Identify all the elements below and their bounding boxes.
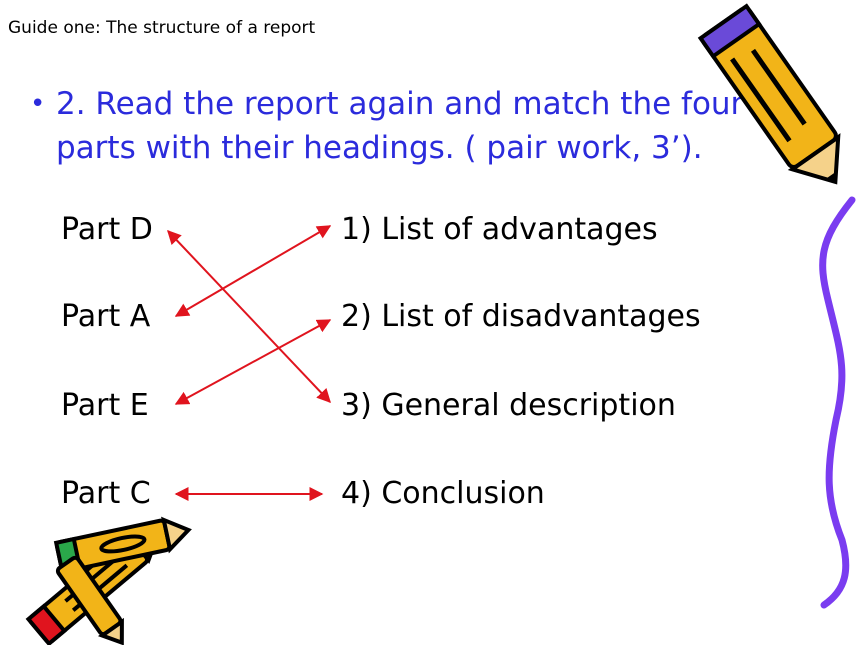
part-label-d: Part D [61,212,153,247]
squiggle-decoration [819,196,856,609]
arrow-part-d-to-general-description [167,229,331,404]
arrow-part-e-to-disadvantages [174,319,332,405]
bullet-icon: • [30,89,46,119]
instruction-text: 2. Read the report again and match the f… [56,86,744,166]
part-label-e: Part E [61,388,149,423]
pencil-icon [697,3,841,185]
part-label-a: Part A [61,299,151,334]
guide-title: Guide one: The structure of a report [8,18,316,38]
arrow-part-a-to-advantages [174,225,332,317]
heading-conclusion: 4) Conclusion [341,476,545,511]
pencils-icon [25,516,192,645]
heading-general-description: 3) General description [341,388,676,423]
heading-advantages: 1) List of advantages [341,212,658,247]
heading-disadvantages: 2) List of disadvantages [341,299,701,334]
part-label-c: Part C [61,476,151,511]
